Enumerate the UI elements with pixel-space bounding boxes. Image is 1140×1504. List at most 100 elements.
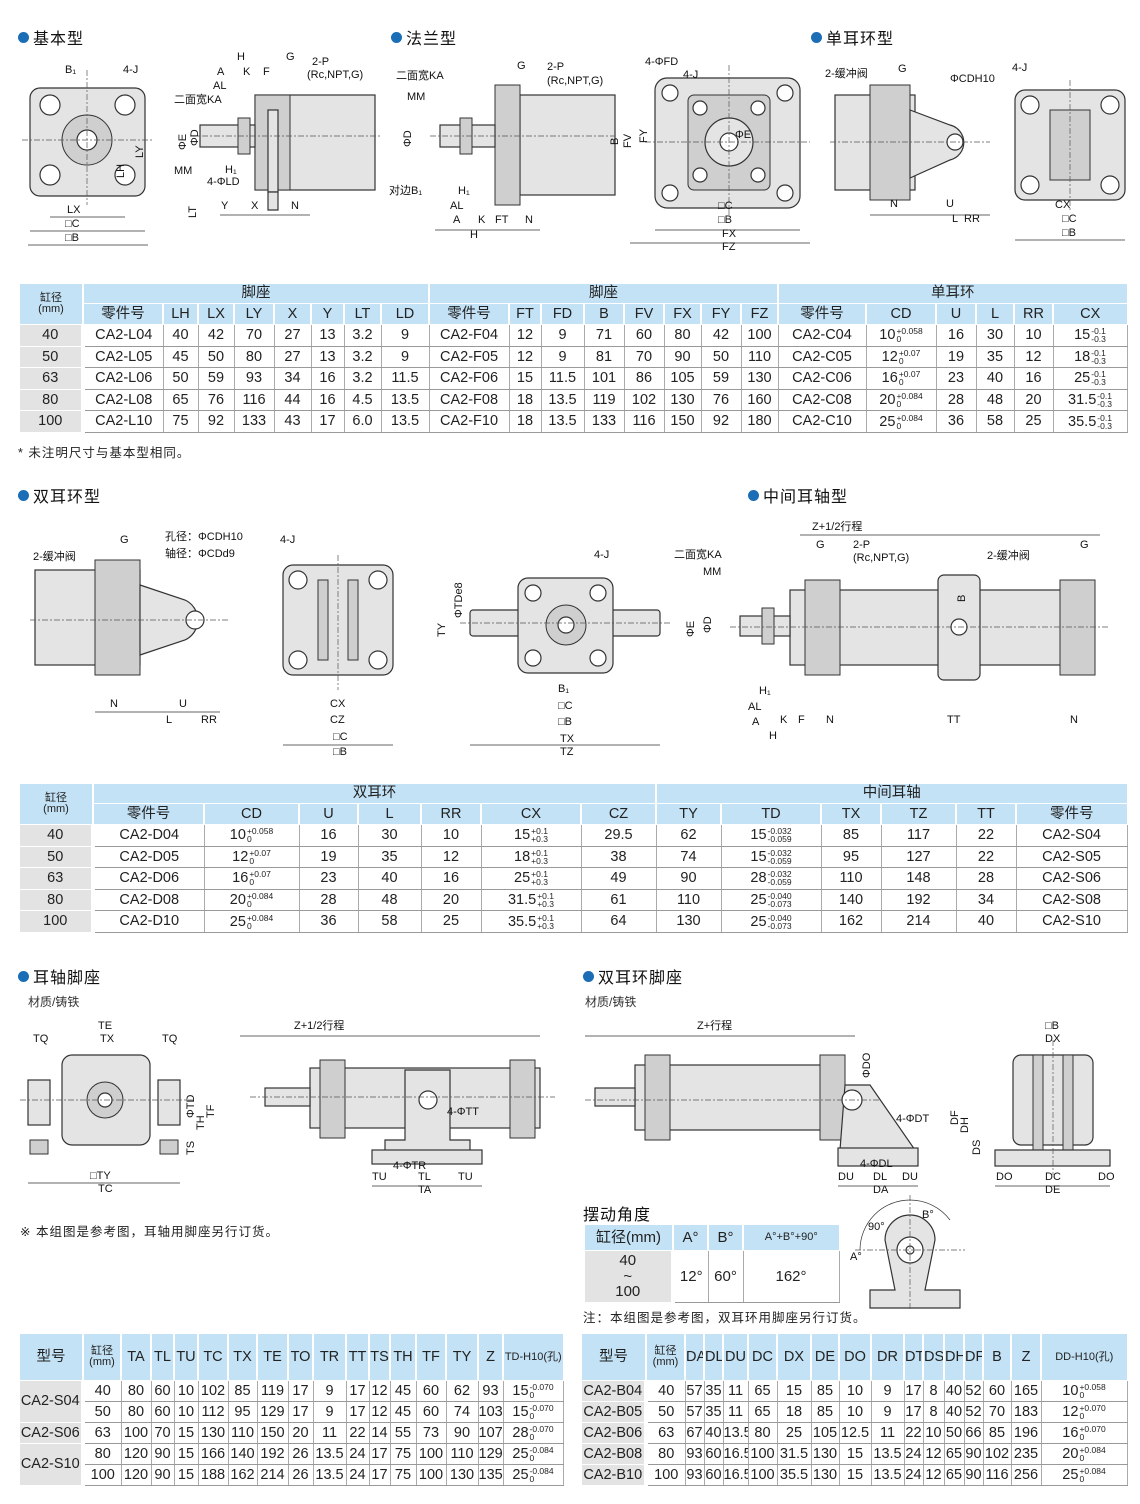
table-cell: 81 bbox=[583, 345, 625, 369]
table-cell: 100 bbox=[120, 1422, 152, 1444]
table-cell: 12 bbox=[1013, 345, 1054, 369]
column-header: TH bbox=[389, 1333, 417, 1381]
table-cell: 12 bbox=[368, 1401, 391, 1423]
table-cell: 15 bbox=[776, 1380, 812, 1402]
table-cell: 52 bbox=[963, 1380, 984, 1402]
table-cell: 93 bbox=[233, 367, 275, 390]
table-cell: 15-0.032-0.059 bbox=[720, 845, 822, 869]
table-cell: 192 bbox=[880, 888, 957, 912]
table-cell: 130 bbox=[810, 1443, 840, 1465]
table-cell: 112 bbox=[197, 1401, 229, 1423]
table-cell: 10 bbox=[1013, 324, 1054, 347]
table-cell: 59 bbox=[700, 367, 742, 390]
table-cell: 65 bbox=[943, 1464, 965, 1486]
table-cell: 17 bbox=[310, 410, 345, 433]
table-cell: 103 bbox=[477, 1401, 504, 1423]
flange-front-view bbox=[630, 65, 810, 244]
table-cell: 48 bbox=[357, 888, 422, 912]
table-cell: 9 bbox=[380, 324, 430, 347]
table-cell: 23 bbox=[935, 367, 977, 390]
table-cell: 3.2 bbox=[343, 324, 382, 347]
table-cell: 130 bbox=[655, 910, 722, 933]
table-cell: 120 bbox=[120, 1443, 152, 1465]
column-header: CD bbox=[203, 803, 300, 825]
table-cell: 70 bbox=[623, 345, 665, 369]
table-cell: 3.2 bbox=[343, 367, 382, 390]
table-cell: 90 bbox=[963, 1443, 984, 1465]
table-cell: 34 bbox=[955, 888, 1017, 912]
note-same-as-basic: * 未注明尺寸与基本型相同。 bbox=[18, 446, 191, 460]
table-cell: 60 bbox=[703, 1443, 724, 1465]
column-header: DL bbox=[703, 1333, 724, 1381]
row-header-cell: CA2-B04 bbox=[580, 1380, 648, 1402]
table-cell: 130 bbox=[197, 1422, 229, 1444]
table-cell: 24 bbox=[903, 1443, 924, 1465]
table-cell: 43 bbox=[273, 410, 312, 433]
table-cell: 20 bbox=[1013, 388, 1054, 412]
table-cell: 26 bbox=[287, 1443, 314, 1465]
column-header: 零件号 bbox=[777, 303, 867, 325]
table-cell: 183 bbox=[1010, 1401, 1042, 1423]
column-header: 型号 bbox=[580, 1333, 647, 1381]
bullet-icon bbox=[811, 31, 822, 43]
column-header: TD-H10(孔) bbox=[502, 1333, 564, 1381]
table-cell: CA2-C04 bbox=[777, 324, 867, 347]
basic-front-view bbox=[22, 70, 152, 246]
table-cell: 92 bbox=[700, 410, 742, 433]
trunnion-front-view bbox=[460, 577, 670, 746]
table-cell: 116 bbox=[233, 388, 275, 412]
row-header-cell: 50 bbox=[18, 345, 85, 369]
table-cell: 90 bbox=[655, 867, 722, 890]
column-header: DS bbox=[922, 1333, 945, 1381]
row-header-cell: CA2-S04 bbox=[18, 1380, 85, 1423]
table-cell: 162 bbox=[227, 1464, 258, 1486]
table-cell: 70 bbox=[982, 1401, 1012, 1423]
column-header: TF bbox=[415, 1333, 447, 1381]
table-cell: 85 bbox=[982, 1422, 1012, 1444]
column-header: B bbox=[982, 1333, 1012, 1381]
section-title: 双耳环型 bbox=[33, 489, 102, 506]
swing-angle-title: 摆动角度 bbox=[583, 1201, 651, 1225]
table-cell: 17 bbox=[903, 1401, 924, 1423]
bullet-icon bbox=[748, 489, 759, 501]
table-cell: 50 bbox=[700, 345, 742, 369]
section-double-ear: 双耳环型 bbox=[18, 483, 101, 507]
table-cell: 90 bbox=[150, 1443, 175, 1465]
table-cell: 22 bbox=[345, 1422, 370, 1444]
table-cell: 160 bbox=[740, 388, 779, 412]
table-cell: 150 bbox=[663, 410, 702, 433]
table-cell: 13.5 bbox=[312, 1464, 347, 1486]
column-header: CZ bbox=[580, 803, 657, 825]
column-header: TE bbox=[256, 1333, 289, 1381]
table-cell: 65 bbox=[162, 388, 199, 412]
double-ear-front-view bbox=[282, 555, 394, 746]
column-header: LX bbox=[197, 303, 235, 325]
table-cell: 75 bbox=[389, 1464, 417, 1486]
table-cell: 57 bbox=[684, 1380, 705, 1402]
section-title: 双耳环脚座 bbox=[598, 970, 684, 987]
table-cell: 162° bbox=[742, 1250, 840, 1303]
double-ear-stand-front-view bbox=[994, 1040, 1111, 1187]
section-trunnion-stand: 耳轴脚座 bbox=[18, 964, 101, 988]
table-cell: 35 bbox=[703, 1401, 724, 1423]
header-row: 缸径 (mm)脚座脚座单耳环 bbox=[18, 283, 1128, 325]
table-cell: 65 bbox=[747, 1380, 778, 1402]
table-cell: CA2-C05 bbox=[777, 345, 867, 369]
trunnion-stand-side-view bbox=[240, 1035, 555, 1187]
table-cell: 100 bbox=[740, 324, 779, 347]
table-cell: 117 bbox=[880, 824, 957, 847]
table-cell: 73 bbox=[415, 1422, 447, 1444]
